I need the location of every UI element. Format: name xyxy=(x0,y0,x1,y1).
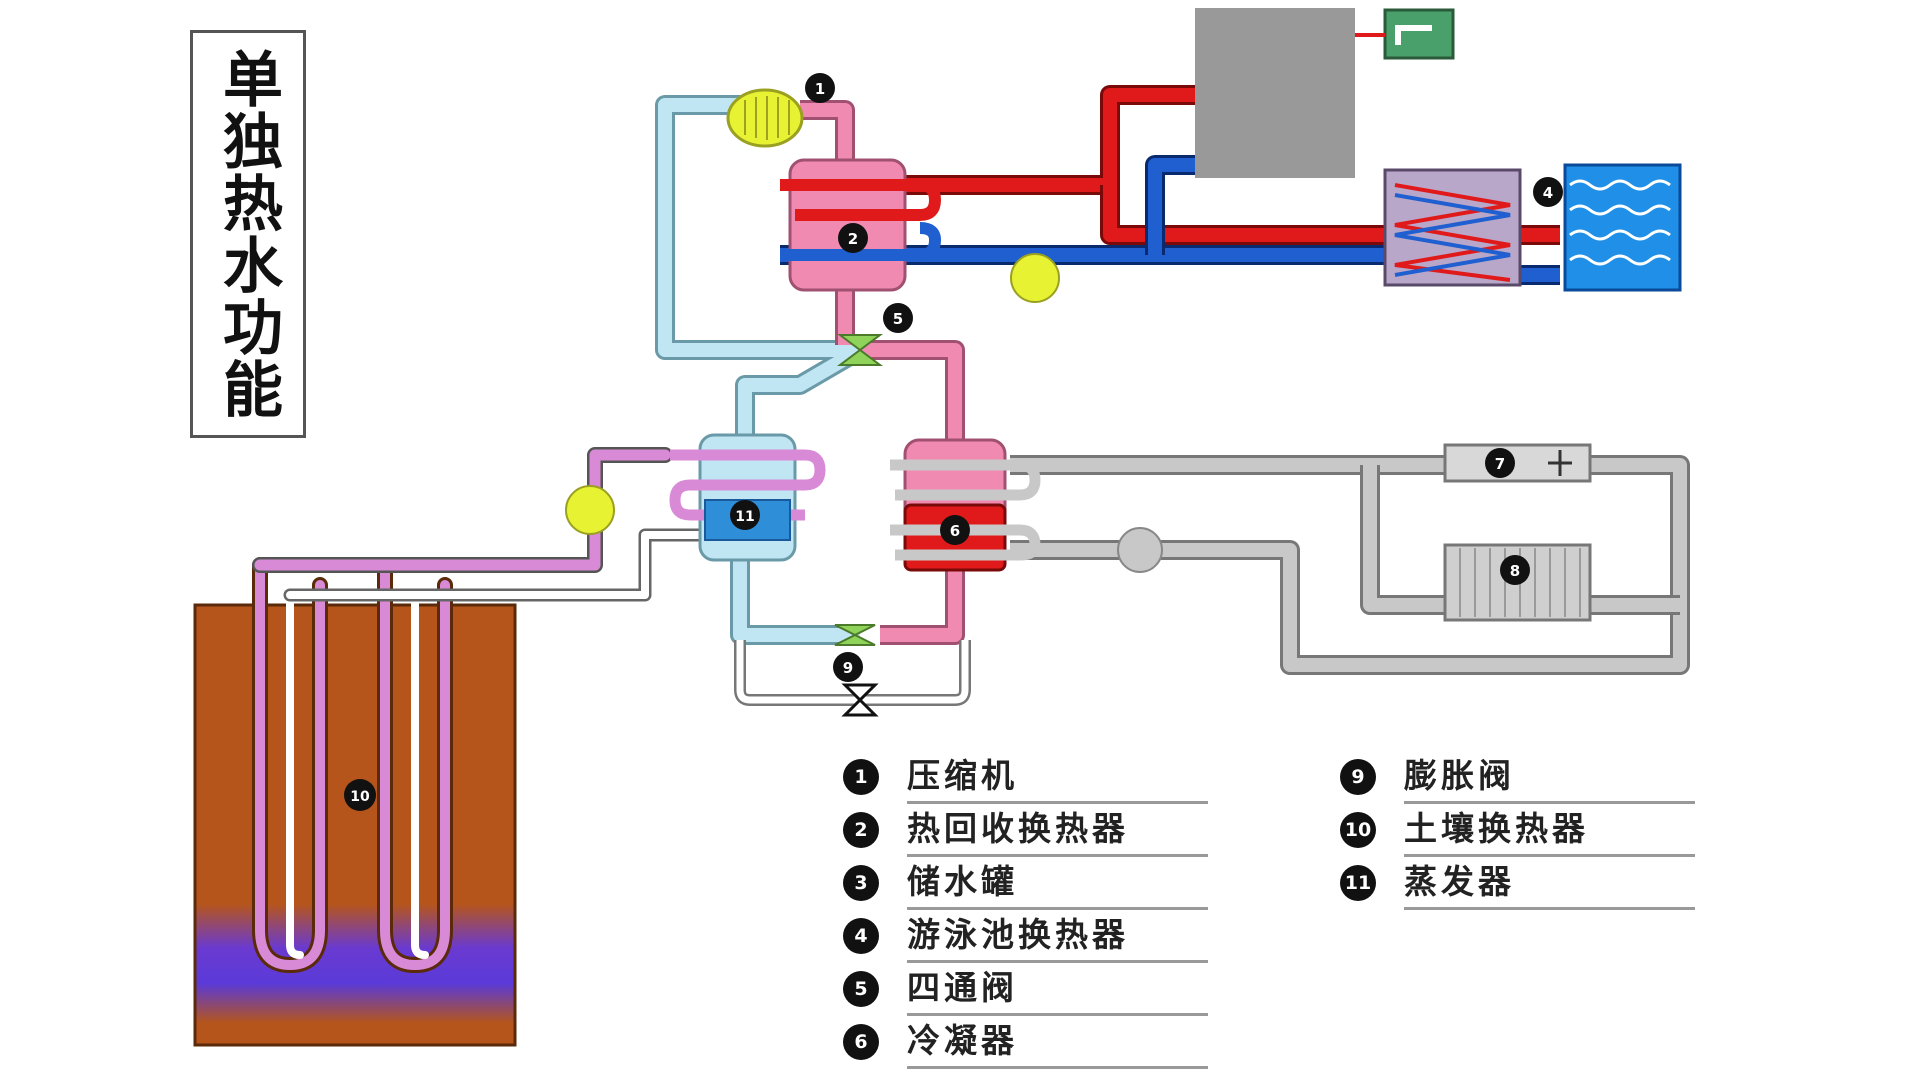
legend-label: 四通阀 xyxy=(907,961,1208,1016)
swimming-pool xyxy=(1563,163,1682,292)
legend-number: 2 xyxy=(843,811,879,848)
diagram-title: 单独热水功能 xyxy=(212,48,283,420)
marker-11: 11 xyxy=(735,509,754,525)
legend-number: 11 xyxy=(1340,864,1376,901)
marker-11-badge xyxy=(730,500,760,530)
ground-loop-pump xyxy=(565,485,615,535)
pool-waves xyxy=(1569,179,1671,266)
marker-7: 7 xyxy=(1495,455,1505,473)
legend-number: 3 xyxy=(843,864,879,901)
legend-item: 11 蒸发器 xyxy=(1340,855,1695,910)
legend-label: 储水罐 xyxy=(907,855,1208,910)
compressor-shape xyxy=(726,88,804,148)
tap-icon xyxy=(1383,8,1455,60)
marker-7-badge xyxy=(1485,448,1515,478)
legend-number: 5 xyxy=(843,970,879,1007)
condenser-coil xyxy=(890,459,1041,561)
heat-recovery-coil-cold xyxy=(780,222,942,261)
marker-1-badge xyxy=(805,73,835,103)
pool-heat-exchanger-coil-2 xyxy=(1394,193,1511,277)
marker-4-badge xyxy=(1533,177,1563,207)
expansion-valve-upper xyxy=(834,624,876,646)
obscured-panel xyxy=(1195,8,1355,178)
legend-item: 4 游泳池换热器 xyxy=(843,908,1208,963)
legend-label: 蒸发器 xyxy=(1404,855,1695,910)
marker-5-badge xyxy=(883,303,913,333)
expansion-valve-shape xyxy=(841,683,879,717)
marker-1: 1 xyxy=(815,80,825,98)
marker-10: 10 xyxy=(350,789,370,805)
fan-coil-fan xyxy=(1548,450,1572,476)
legend-label: 热回收换热器 xyxy=(907,802,1208,857)
grey-loop-pump xyxy=(1117,527,1163,573)
pool-heat-exchanger-coil xyxy=(1394,183,1511,282)
legend-item: 9 膨胀阀 xyxy=(1340,749,1695,804)
heat-recovery-coil-hot xyxy=(780,179,942,221)
legend-label: 压缩机 xyxy=(907,749,1208,804)
bypass-loop xyxy=(734,640,971,706)
legend-label: 土壤换热器 xyxy=(1404,802,1695,857)
soil-block xyxy=(193,603,517,1047)
legend-right: 9 膨胀阀 10 土壤换热器 11 蒸发器 xyxy=(1340,749,1695,910)
marker-6-badge xyxy=(940,515,970,545)
legend-number: 10 xyxy=(1340,811,1376,848)
legend-left: 1 压缩机 2 热回收换热器 3 储水罐 4 游泳池换热器 5 四通阀 6 冷凝… xyxy=(843,749,1208,1069)
marker-10-badge xyxy=(344,779,376,811)
marker-8-badge xyxy=(1500,555,1530,585)
legend-item: 3 储水罐 xyxy=(843,855,1208,910)
marker-5: 5 xyxy=(893,310,903,328)
hot-water-pump xyxy=(1010,253,1060,303)
marker-2-badge xyxy=(838,223,868,253)
legend-item: 2 热回收换热器 xyxy=(843,802,1208,857)
marker-2: 2 xyxy=(848,230,858,248)
legend-number: 1 xyxy=(843,758,879,795)
evaporator-coil xyxy=(669,449,826,521)
legend-number: 9 xyxy=(1340,758,1376,795)
title-box: 单独热水功能 xyxy=(190,30,306,438)
marker-9-badge xyxy=(833,652,863,682)
marker-4: 4 xyxy=(1543,184,1553,202)
legend-label: 冷凝器 xyxy=(907,1014,1208,1069)
legend-item: 10 土壤换热器 xyxy=(1340,802,1695,857)
legend-number: 6 xyxy=(843,1023,879,1060)
legend-item: 1 压缩机 xyxy=(843,749,1208,804)
legend-label: 游泳池换热器 xyxy=(907,908,1208,963)
four-way-valve-shape xyxy=(837,334,883,366)
marker-6: 6 xyxy=(950,522,960,540)
legend-item: 6 冷凝器 xyxy=(843,1014,1208,1069)
compressor-ribs xyxy=(744,96,790,140)
marker-8: 8 xyxy=(1510,562,1520,580)
marker-9: 9 xyxy=(843,659,853,677)
legend-item: 5 四通阀 xyxy=(843,961,1208,1016)
legend-number: 4 xyxy=(843,917,879,954)
legend-label: 膨胀阀 xyxy=(1404,749,1695,804)
component-markers: 1 2 4 5 6 7 8 9 10 11 xyxy=(344,73,1563,811)
